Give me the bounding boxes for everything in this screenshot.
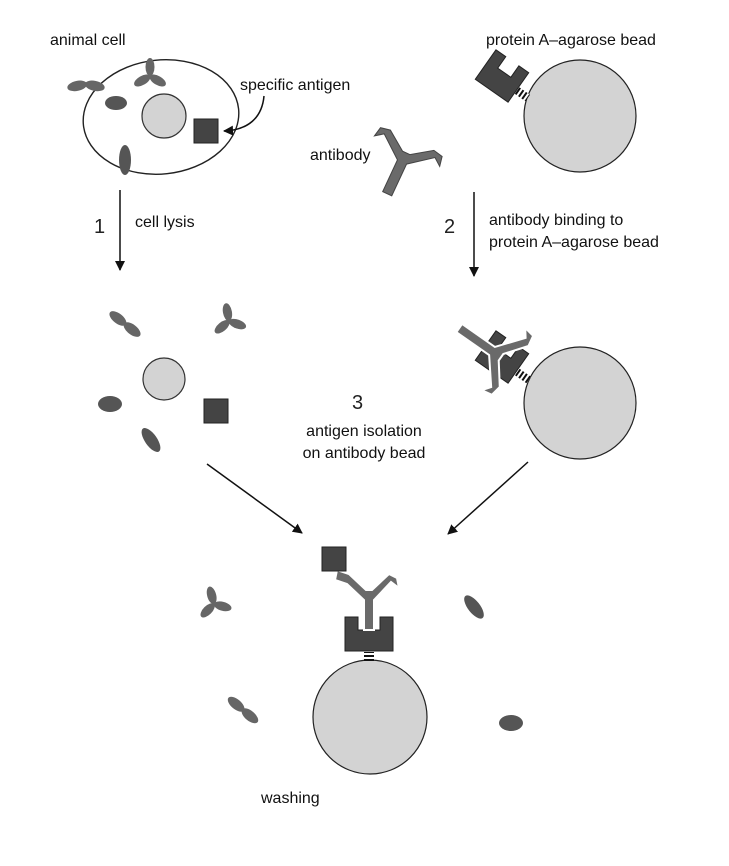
specific-antigen-label: specific antigen xyxy=(240,77,350,94)
step3-arrow-right xyxy=(447,461,529,535)
washing-label: washing xyxy=(260,790,320,807)
linker xyxy=(513,86,531,102)
agarose-bead xyxy=(312,659,428,775)
oval-protein xyxy=(499,715,523,731)
cell-lysis-label: cell lysis xyxy=(135,214,195,231)
protein-a xyxy=(344,616,394,652)
three-lobe-protein xyxy=(214,303,247,334)
agarose-bead xyxy=(523,59,637,173)
step2-number: 2 xyxy=(444,216,455,238)
two-lobe-protein xyxy=(227,696,259,724)
antigen-isolation-label-1: antigen isolation xyxy=(306,423,422,440)
protein-a-bead-top xyxy=(474,49,637,173)
specific-antigen-square xyxy=(321,546,347,572)
nucleus xyxy=(142,357,186,401)
two-lobe-protein xyxy=(67,80,105,92)
elongated-protein xyxy=(141,428,161,452)
three-lobe-protein xyxy=(200,586,232,618)
protein-a xyxy=(474,49,530,103)
protein-a-bead-label: protein A–agarose bead xyxy=(486,32,656,49)
specific-antigen-square xyxy=(193,118,219,144)
three-lobe-protein xyxy=(134,58,166,87)
bound-antibody xyxy=(333,568,401,631)
antibody-bead-complex xyxy=(454,322,637,460)
isolated-complex xyxy=(312,546,428,775)
linker xyxy=(514,368,532,384)
cell-lysate xyxy=(98,303,247,452)
nucleus xyxy=(141,93,187,139)
antigen-pointer-arrow xyxy=(223,95,265,136)
animal-cell-group xyxy=(67,58,265,175)
elongated-protein xyxy=(119,145,131,175)
two-lobe-protein xyxy=(109,311,141,337)
specific-antigen-square xyxy=(203,398,229,424)
antibody-binding-label-1: antibody binding to xyxy=(489,212,623,229)
free-antibody xyxy=(373,127,443,197)
antibody-binding-label-2: protein A–agarose bead xyxy=(489,234,659,251)
step3-number: 3 xyxy=(352,392,363,414)
oval-protein xyxy=(98,396,122,412)
oval-protein xyxy=(105,96,127,110)
bound-antibody xyxy=(454,322,535,397)
step1-number: 1 xyxy=(94,216,105,238)
agarose-bead xyxy=(523,346,637,460)
elongated-protein xyxy=(464,595,484,619)
antigen-isolation-label-2: on antibody bead xyxy=(303,445,426,462)
animal-cell-label: animal cell xyxy=(50,32,126,49)
linker xyxy=(364,652,374,661)
step3-arrow-left xyxy=(206,463,303,534)
antibody-label: antibody xyxy=(310,147,371,164)
